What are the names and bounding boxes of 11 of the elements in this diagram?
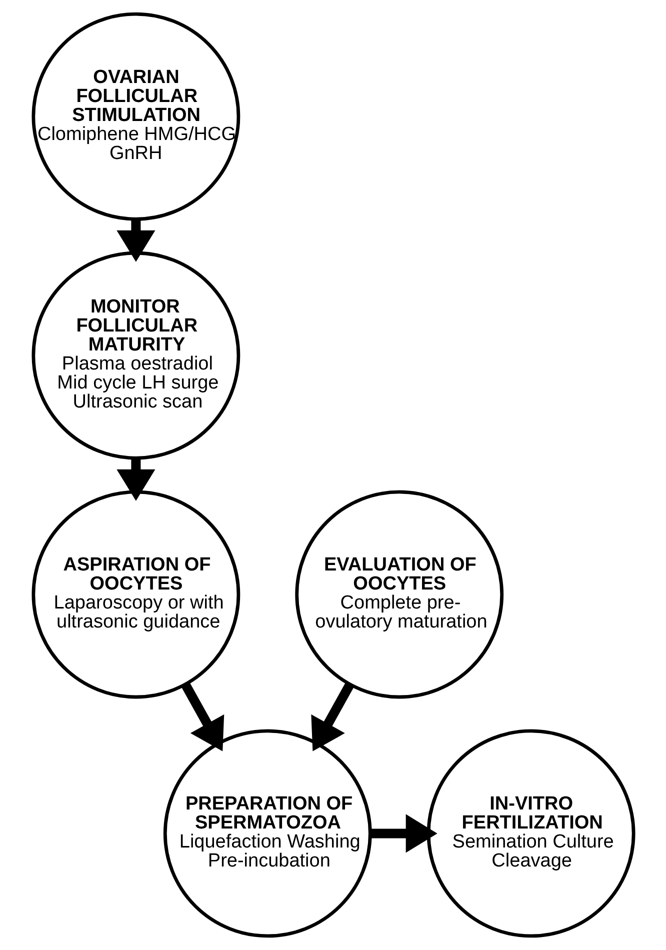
arrow	[310, 682, 354, 752]
node-circle: MONITOR FOLLICULAR MATURITY Plasma oestradiol Mid cycle LH surge Ultrasonic scan	[31, 251, 240, 460]
arrow	[116, 458, 155, 501]
arrow	[370, 814, 437, 853]
node-circle: ASPIRATION OF OOCYTES Laparoscopy or with ultrasonic guidance	[31, 490, 240, 699]
node-circle: IN-VITRO FERTILIZATION Semination Culture Cleavage	[426, 729, 635, 938]
node-circle: EVALUATION OF OOCYTES Complete pre-ovulatory maturation	[294, 490, 504, 699]
arrow	[116, 219, 155, 262]
arrow	[180, 682, 224, 752]
node-circle: PREPARATION OF SPERMATOZOA Liquefaction Washing Pre-incubation	[162, 729, 372, 938]
node-circle: OVARIAN FOLLICULAR STIMULATION Clomiphene HMG/HCG GnRH	[31, 12, 240, 221]
